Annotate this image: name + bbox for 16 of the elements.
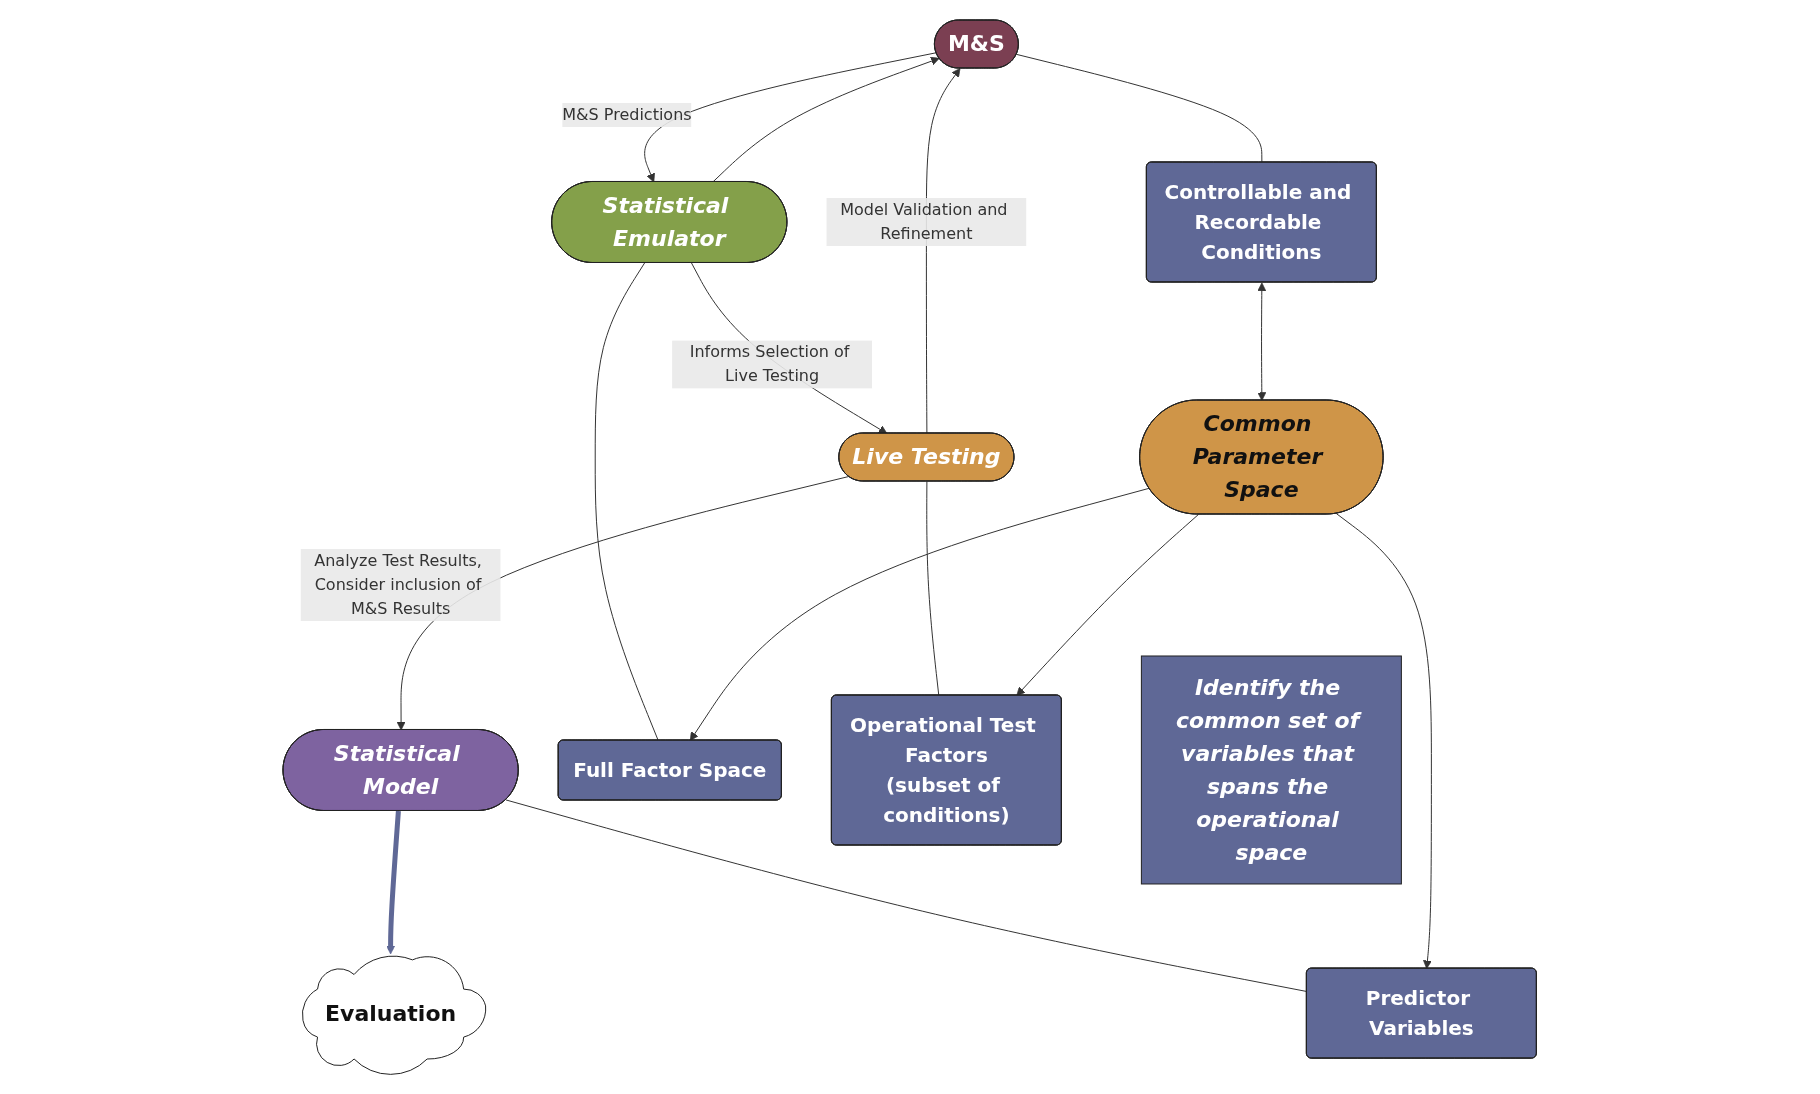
connector <box>505 799 1308 992</box>
connector <box>1016 53 1263 163</box>
node-box: Identify the common set of variables that spans the operational space <box>1141 655 1403 885</box>
arrow <box>1257 282 1267 401</box>
arrow <box>644 52 938 183</box>
arrow <box>386 810 402 955</box>
edge-label: Informs Selection of Live Testing <box>689 342 850 386</box>
arrow <box>690 487 1150 741</box>
arrow <box>712 56 940 183</box>
connector <box>595 262 659 741</box>
edge-label: Model Validation and Refinement <box>840 199 1008 243</box>
edge-label: M&S Predictions <box>562 104 692 124</box>
arrow <box>1336 512 1433 969</box>
connector <box>926 480 940 696</box>
edge-label: Analyze Test Results, Consider inclusion of M&S Results <box>314 550 483 618</box>
arrow <box>1016 513 1200 696</box>
